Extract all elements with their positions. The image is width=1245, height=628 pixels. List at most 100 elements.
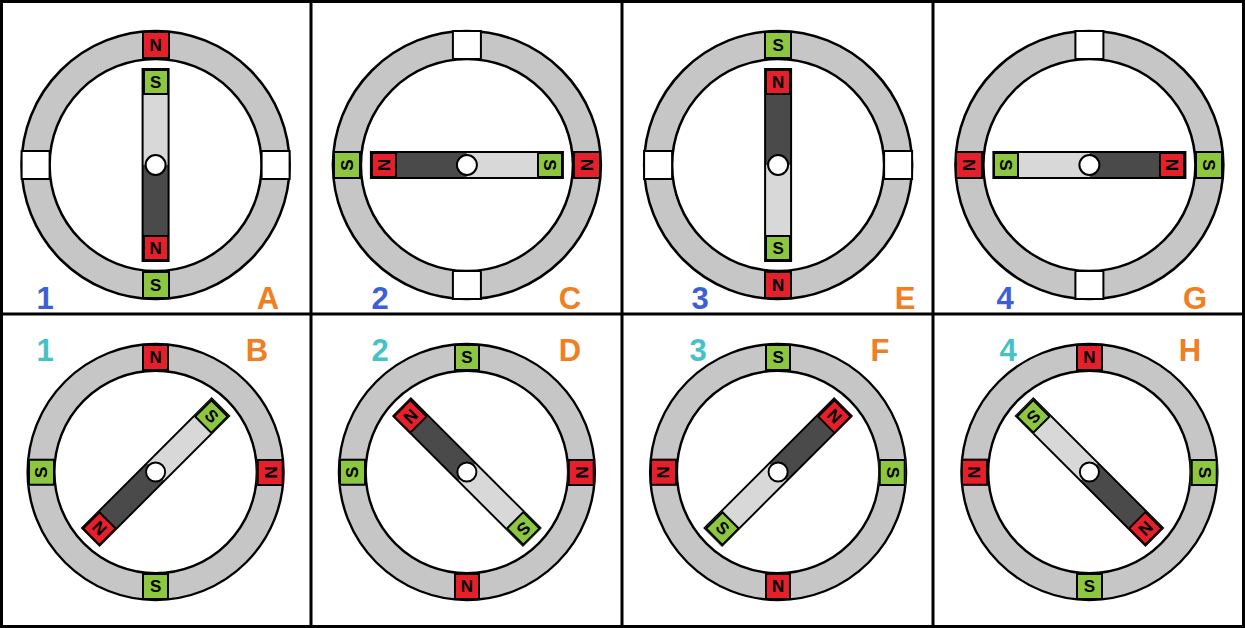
step-number: 1 <box>36 335 53 366</box>
pole-letter: N <box>149 37 161 54</box>
state-letter: A <box>257 283 279 314</box>
step-number: 4 <box>996 283 1013 314</box>
stator-pole: S <box>142 573 169 600</box>
pole-letter: S <box>998 159 1015 170</box>
pole-letter: N <box>149 240 161 257</box>
step-number: 3 <box>689 335 706 366</box>
motor-f <box>650 344 906 600</box>
motor-b <box>28 344 284 600</box>
pole-letter: N <box>961 159 978 171</box>
stator-pole: N <box>257 459 284 486</box>
rotor-pole: N <box>1159 152 1185 178</box>
stator-pole: N <box>568 459 595 486</box>
pole-letter: S <box>1201 159 1218 170</box>
pole-letter: S <box>461 349 472 366</box>
pole-letter: S <box>1023 406 1043 426</box>
rotor-pole: N <box>393 398 428 433</box>
pole-letter: S <box>541 159 558 170</box>
stator-pole: N <box>764 271 792 299</box>
rotor-pole: S <box>993 152 1019 178</box>
state-letter: D <box>559 335 581 366</box>
motor-c <box>333 31 601 299</box>
state-letter: H <box>1179 335 1201 366</box>
step-number: 1 <box>36 283 53 314</box>
pole-letter: S <box>772 37 783 54</box>
pole-letter: N <box>1135 518 1156 539</box>
pole-letter: N <box>578 159 595 171</box>
state-letter: F <box>871 335 890 366</box>
pole-letter: N <box>772 277 784 294</box>
pole-letter: S <box>772 349 783 366</box>
pole-letter: N <box>1164 159 1181 171</box>
stator-pole: N <box>142 344 169 371</box>
stator-pole: S <box>764 31 792 59</box>
pole-letter: S <box>884 466 901 477</box>
state-letter: E <box>895 283 916 314</box>
pole-letter: S <box>150 578 161 595</box>
pole-letter: N <box>573 466 590 478</box>
rotor-pole: S <box>704 510 739 545</box>
pole-letter: S <box>712 518 732 538</box>
stator-pole: S <box>1191 459 1218 486</box>
stator-pole: N <box>142 31 170 59</box>
pole-letter: N <box>375 159 392 171</box>
rotor-pole: S <box>537 152 563 178</box>
pole-letter: S <box>32 466 49 477</box>
rotor-pole: N <box>371 152 397 178</box>
pole-letter: N <box>461 578 473 595</box>
pole-letter: N <box>655 466 672 478</box>
pole-letter: N <box>149 349 161 366</box>
motor-e <box>644 31 912 299</box>
pole-letter: N <box>966 466 983 478</box>
rotor-pole: N <box>817 398 852 433</box>
pole-letter: N <box>824 406 845 427</box>
step-number: 3 <box>691 283 708 314</box>
stator-pole: S <box>454 344 481 371</box>
state-letter: B <box>246 335 268 366</box>
rotor-pole: S <box>505 510 540 545</box>
pole-letter: S <box>150 277 161 294</box>
rotor-pole: S <box>194 398 229 433</box>
state-letter: G <box>1183 283 1207 314</box>
stator-pole: S <box>28 459 55 486</box>
pole-letter: N <box>1083 349 1095 366</box>
pole-letter: S <box>1196 466 1213 477</box>
stator-pole: S <box>339 459 366 486</box>
pole-letter: N <box>772 578 784 595</box>
pole-letter: N <box>772 74 784 91</box>
rotor-pole: S <box>765 235 791 261</box>
rotor-pole: N <box>143 235 169 261</box>
pole-letter: S <box>338 159 355 170</box>
stator-pole: S <box>765 344 792 371</box>
pole-letter: N <box>400 406 421 427</box>
state-letter: C <box>559 283 581 314</box>
stator-pole: N <box>955 151 983 179</box>
motor-a <box>22 31 290 299</box>
stator-pole: N <box>961 459 988 486</box>
rotor-pole: S <box>143 69 169 95</box>
stator-pole: S <box>142 271 170 299</box>
pole-letter: S <box>772 240 783 257</box>
pole-letter: N <box>89 518 110 539</box>
step-number: 2 <box>371 283 388 314</box>
stator-pole: N <box>650 459 677 486</box>
pole-letter: S <box>513 518 533 538</box>
pole-letter: S <box>1084 578 1095 595</box>
stator-pole: S <box>879 459 906 486</box>
rotor-pole: N <box>765 69 791 95</box>
stator-pole: N <box>454 573 481 600</box>
rotor-pole: N <box>1128 510 1163 545</box>
stator-pole: N <box>1076 344 1103 371</box>
motor-g <box>955 31 1223 299</box>
pole-letter: S <box>344 466 361 477</box>
stator-pole: S <box>1195 151 1223 179</box>
rotor-pole: N <box>82 510 117 545</box>
pole-letter: S <box>202 406 222 426</box>
stator-pole: S <box>1076 573 1103 600</box>
stator-pole: N <box>765 573 792 600</box>
pole-letter: S <box>150 74 161 91</box>
